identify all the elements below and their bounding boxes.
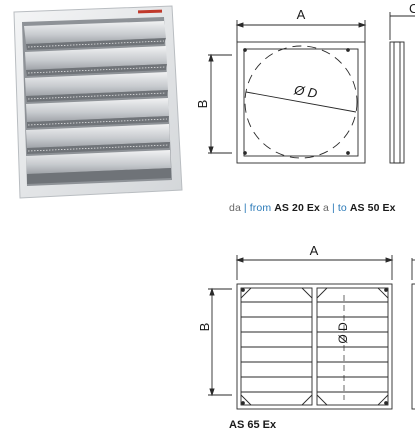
louvres	[24, 21, 171, 184]
separator: |	[331, 202, 335, 214]
dim-height-label-2: B	[197, 323, 212, 332]
front-view-small	[208, 20, 367, 164]
model-caption-large: AS 65 Ex	[229, 419, 277, 431]
dim-diameter-label: Ø D	[292, 82, 318, 101]
technical-drawings: A B Ø D C A B Ø D	[195, 1, 415, 410]
separator: |	[243, 202, 247, 214]
to-en-label: to	[337, 202, 347, 214]
dim-width-label-2: A	[310, 243, 319, 258]
dim-width-label: A	[297, 7, 306, 22]
dim-diameter-label-2: Ø D	[336, 322, 350, 344]
dim-height-label: B	[195, 100, 210, 109]
side-view-small	[389, 12, 415, 164]
product-photo	[13, 5, 183, 199]
dim-depth-label: C	[409, 1, 415, 16]
model-to: AS 50 Ex	[349, 202, 396, 214]
from-it-label: da	[229, 202, 241, 214]
to-it-label: a	[323, 202, 329, 214]
front-view-large	[208, 255, 394, 410]
model-range-caption: da | from AS 20 Ex a | to AS 50 Ex	[229, 202, 396, 214]
from-en-label: from	[249, 202, 272, 214]
model-from: AS 20 Ex	[274, 202, 320, 214]
